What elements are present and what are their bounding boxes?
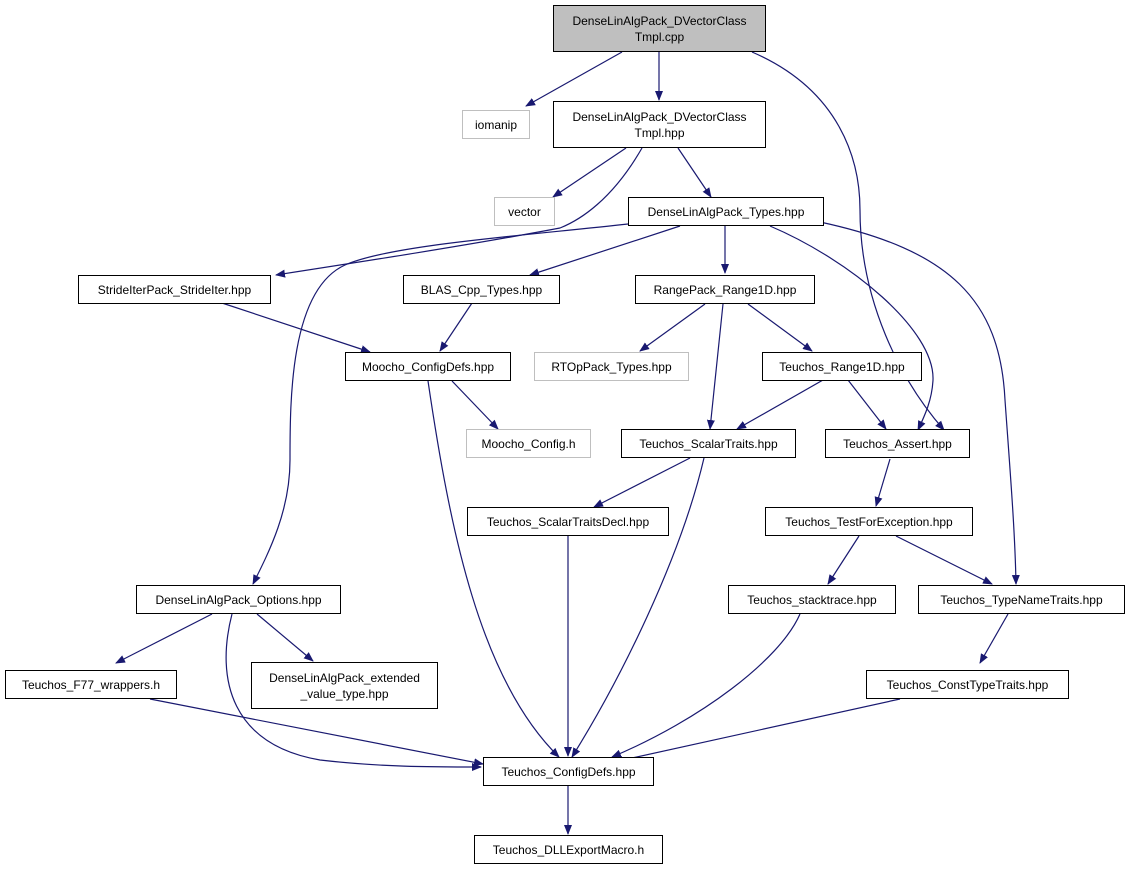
node-strideiter[interactable]: StrideIterPack_StrideIter.hpp <box>78 275 271 304</box>
edge-dvechpp-vector <box>552 147 627 198</box>
node-moocho-config[interactable]: Moocho_Config.h <box>466 429 591 458</box>
edge-testexc-typename <box>895 535 993 585</box>
edge-types-typename <box>819 221 1020 585</box>
node-options[interactable]: DenseLinAlgPack_Options.hpp <box>136 585 341 614</box>
edge-options-f77 <box>115 613 213 664</box>
node-blas-types[interactable]: BLAS_Cpp_Types.hpp <box>403 275 560 304</box>
edge-f77-config <box>149 698 484 767</box>
edge-strideiter-moocho <box>221 302 371 353</box>
edge-consttype-config <box>613 698 901 764</box>
edge-types-blas <box>529 225 681 277</box>
node-teuchos-configdefs[interactable]: Teuchos_ConfigDefs.hpp <box>483 757 654 786</box>
node-iomanip[interactable]: iomanip <box>462 110 530 139</box>
node-testforexception[interactable]: Teuchos_TestForException.hpp <box>765 507 973 536</box>
node-dvector-tmpl-hpp[interactable]: DenseLinAlgPack_DVectorClass Tmpl.hpp <box>553 101 766 148</box>
node-dvector-tmpl-cpp[interactable]: DenseLinAlgPack_DVectorClass Tmpl.cpp <box>553 5 766 52</box>
node-consttypetraits[interactable]: Teuchos_ConstTypeTraits.hpp <box>866 670 1069 699</box>
node-vector[interactable]: vector <box>494 197 555 226</box>
edge-trange-scalar <box>736 379 824 430</box>
edge-moocho-mconfig <box>451 380 499 430</box>
edge-options-extended <box>256 613 314 662</box>
node-extended-value-type[interactable]: DenseLinAlgPack_extended _value_type.hpp <box>251 662 438 709</box>
edge-typename-consttype <box>979 613 1009 664</box>
edge-options-config <box>225 613 482 771</box>
node-types[interactable]: DenseLinAlgPack_Types.hpp <box>628 197 824 226</box>
node-teuchos-assert[interactable]: Teuchos_Assert.hpp <box>825 429 970 458</box>
node-range1d[interactable]: RangePack_Range1D.hpp <box>635 275 815 304</box>
edge-scalar-config <box>571 457 705 758</box>
edge-dvechpp-types <box>677 147 712 198</box>
node-dllexportmacro[interactable]: Teuchos_DLLExportMacro.h <box>474 835 663 864</box>
node-stacktrace[interactable]: Teuchos_stacktrace.hpp <box>728 585 896 614</box>
edge-assert-testexc <box>874 458 891 507</box>
node-rtop-types[interactable]: RTOpPack_Types.hpp <box>534 352 689 381</box>
edge-testexc-stack <box>827 535 860 585</box>
edge-range-scalar <box>706 303 724 430</box>
edge-moocho-config <box>427 380 560 758</box>
edge-range-trange <box>747 303 813 352</box>
edge-range-rtop <box>639 303 706 352</box>
node-moocho-configdefs[interactable]: Moocho_ConfigDefs.hpp <box>345 352 511 381</box>
edge-stack-config <box>611 613 801 758</box>
edge-blas-moocho <box>439 302 473 352</box>
node-scalartraitsdecl[interactable]: Teuchos_ScalarTraitsDecl.hpp <box>467 507 669 536</box>
node-scalartraits[interactable]: Teuchos_ScalarTraits.hpp <box>621 429 796 458</box>
node-typenametraits[interactable]: Teuchos_TypeNameTraits.hpp <box>918 585 1125 614</box>
node-f77-wrappers[interactable]: Teuchos_F77_wrappers.h <box>5 670 177 699</box>
edge-trange-assert <box>847 379 887 430</box>
edge-types-assert <box>769 225 934 431</box>
node-teuchos-range1d[interactable]: Teuchos_Range1D.hpp <box>762 352 922 381</box>
edge-root-iomanip <box>525 51 623 107</box>
edge-types-options <box>252 223 629 585</box>
edge-scalar-decl <box>593 457 691 508</box>
